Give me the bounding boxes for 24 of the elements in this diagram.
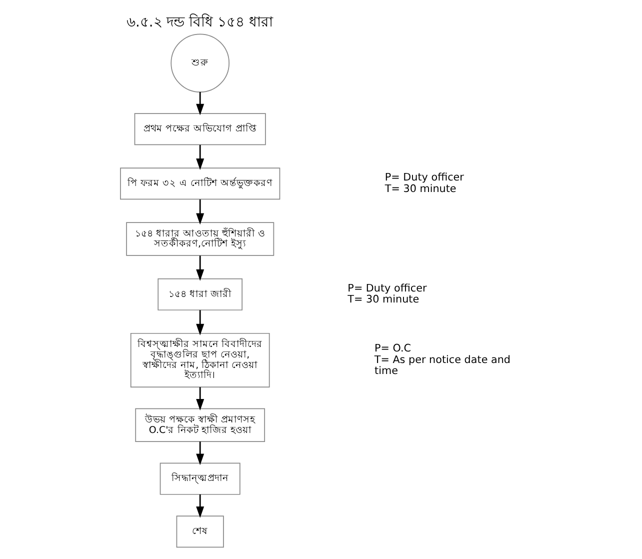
- node-label: T= 30 minute: [347, 294, 419, 306]
- node-circle: শুরু: [170, 34, 229, 92]
- node-box: ১৫৪ ধারার আওতায় হুঁশিয়ারী ও সতর্কীকরণ,নোটিশ ইস্যু: [126, 222, 274, 256]
- arrow: [196, 494, 204, 518]
- node-box: পি ফরম ৩২ এ নোটিশ অর্ন্তভুক্তকরণ: [120, 168, 280, 200]
- node-box: সিদ্ধান্ত্মপ্রদান: [159, 462, 240, 495]
- arrow: [196, 442, 204, 466]
- arrow: [196, 92, 204, 116]
- node-box: ১৫৪ ধারা জারী: [157, 278, 242, 310]
- arrow: [196, 144, 204, 170]
- arrow: [196, 199, 204, 225]
- node-box: প্রথম পক্ষের অভিযোগ প্রাপ্তি: [134, 113, 266, 146]
- node-label: P= O.C: [374, 342, 411, 355]
- arrow: [196, 387, 204, 410]
- diagram-title: ৬.৫.২ দন্ড বিধি ১৫৪ ধারা: [126, 14, 272, 30]
- arrow: [196, 256, 204, 281]
- node-label: T= 30 minute: [384, 182, 456, 195]
- arrow: [196, 310, 204, 336]
- node-box: বিশ্বস্ত্মাক্ষীর সামনে বিবাদীদের বৃদ্ধাঙ্গুলির ছাপ নেওয়া, স্বাক্ষীদের নাম, ঠিকানা নেওয়া ইত্যাদি।: [130, 332, 270, 388]
- node-label: T= As per notice date and time: [374, 354, 510, 378]
- node-box: শেষ: [176, 516, 224, 548]
- node-box: উভয় পক্ষকে স্বাক্ষী প্রমাণসহ O.C'র নিকট হাজির হওয়া: [134, 408, 265, 442]
- node-label: P= Duty officer: [384, 172, 464, 184]
- node-label: P= Duty officer: [347, 282, 426, 294]
